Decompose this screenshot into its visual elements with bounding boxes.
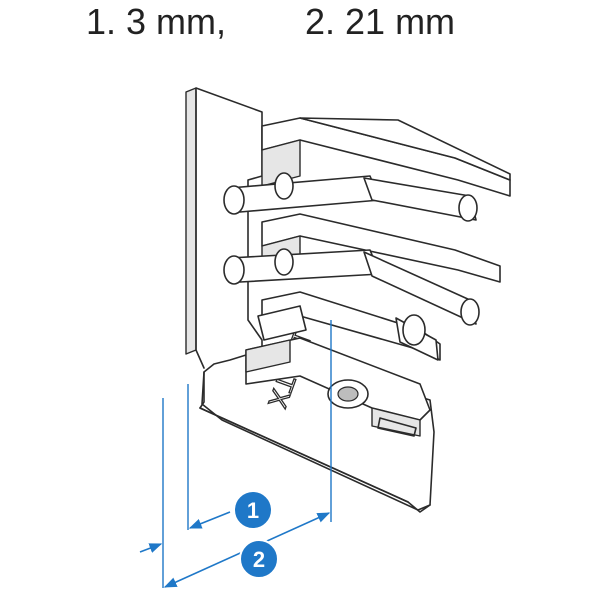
end-cap-part: XTS41 (185, 87, 511, 513)
mounting-tab-slot (377, 417, 417, 437)
pin-upper-left-end (223, 185, 245, 215)
pin-middle-right-end (460, 298, 480, 326)
marker-1-circle (233, 490, 273, 530)
pin-middle-collar (274, 248, 294, 276)
pin-lower-right-end (402, 314, 426, 346)
marker-2-number: 2 (253, 547, 265, 572)
pin-middle-right (363, 251, 477, 325)
upper-rib-side (261, 139, 301, 187)
plate-left-edge (195, 87, 205, 369)
marker-2: 2 (239, 539, 279, 579)
dimension-1-arrow (188, 511, 231, 529)
pin-middle-left (229, 249, 381, 283)
marker-2-circle (239, 539, 279, 579)
caption-dimension-1: 1. 3 mm, (86, 1, 227, 42)
plate-bottom-bevel (199, 407, 409, 503)
plate-edge (185, 87, 197, 355)
pin-upper-right (363, 177, 477, 221)
pin-lower-stub (257, 305, 307, 341)
pin-upper-right-end (458, 194, 478, 222)
caption-dimension-2: 2. 21 mm (305, 1, 456, 42)
pin-upper-collar (274, 172, 294, 200)
marker-1: 1 (233, 490, 273, 530)
upper-rib-top (299, 117, 511, 181)
pin-middle-left-end (223, 255, 245, 285)
marker-1-number: 1 (247, 498, 259, 523)
contact-pins (223, 172, 480, 361)
screw-hole-inner (337, 386, 359, 402)
pin-upper-left (229, 175, 381, 213)
dimension-1-arrow-outer (139, 543, 163, 553)
mounting-tab-step (245, 339, 291, 373)
